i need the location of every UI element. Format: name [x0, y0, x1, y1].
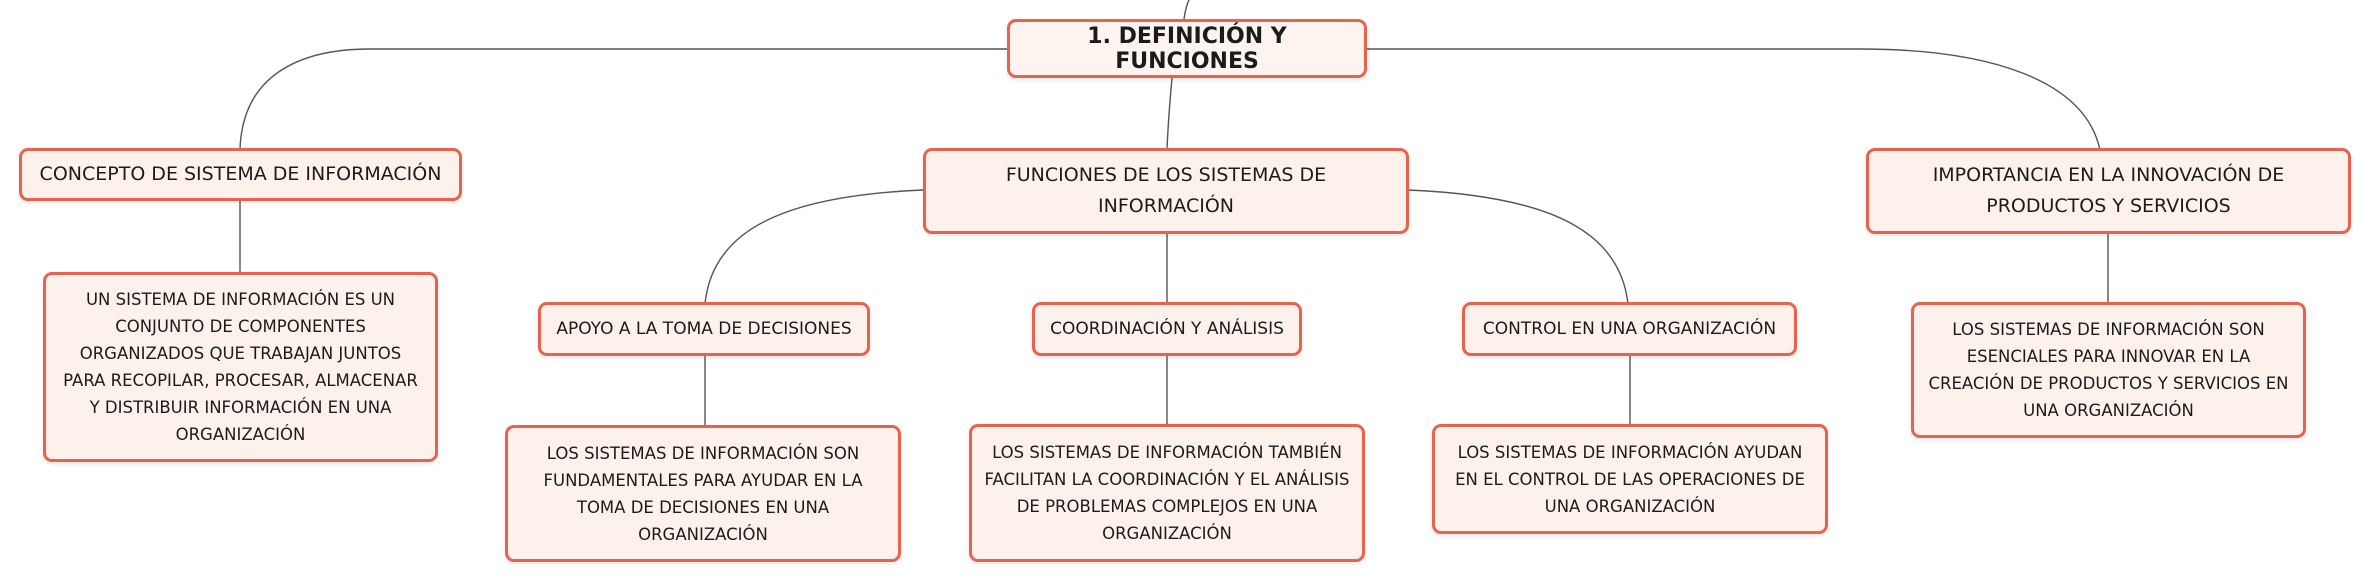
apoyo-node[interactable]: APOYO A LA TOMA DE DECISIONES: [538, 302, 870, 356]
connector-root-funciones: [1166, 77, 1173, 150]
importancia-node[interactable]: IMPORTANCIA EN LA INNOVACIÓN DE PRODUCTO…: [1866, 148, 2351, 234]
funciones-node[interactable]: FUNCIONES DE LOS SISTEMAS DE INFORMACIÓN: [923, 148, 1409, 234]
importancia-detail-node[interactable]: LOS SISTEMAS DE INFORMACIÓN SON ESENCIAL…: [1911, 302, 2306, 438]
root-node[interactable]: 1. DEFINICIÓN Y FUNCIONES: [1007, 19, 1367, 78]
apoyo-detail-node[interactable]: LOS SISTEMAS DE INFORMACIÓN SON FUNDAMEN…: [505, 425, 901, 562]
concepto-node[interactable]: CONCEPTO DE SISTEMA DE INFORMACIÓN: [19, 148, 462, 201]
concepto-detail-node[interactable]: UN SISTEMA DE INFORMACIÓN ES UN CONJUNTO…: [43, 272, 438, 462]
importancia-node-label: IMPORTANCIA EN LA INNOVACIÓN DE PRODUCTO…: [1932, 164, 2285, 217]
funciones-node-label: FUNCIONES DE LOS SISTEMAS DE INFORMACIÓN: [1005, 164, 1327, 217]
control-node-label: CONTROL EN UNA ORGANIZACIÓN: [1482, 319, 1777, 339]
control-detail-text: LOS SISTEMAS DE INFORMACIÓN AYUDAN EN EL…: [1455, 442, 1805, 516]
connector-root-concepto: [239, 48, 1007, 151]
coordinacion-node[interactable]: COORDINACIÓN Y ANÁLISIS: [1032, 302, 1302, 356]
root-node-label: 1. DEFINICIÓN Y FUNCIONES: [1087, 23, 1287, 74]
concepto-detail-text: UN SISTEMA DE INFORMACIÓN ES UN CONJUNTO…: [63, 290, 418, 444]
control-detail-node[interactable]: LOS SISTEMAS DE INFORMACIÓN AYUDAN EN EL…: [1432, 424, 1828, 534]
apoyo-detail-text: LOS SISTEMAS DE INFORMACIÓN SON FUNDAMEN…: [543, 443, 863, 544]
apoyo-node-label: APOYO A LA TOMA DE DECISIONES: [556, 319, 852, 339]
coordinacion-detail-node[interactable]: LOS SISTEMAS DE INFORMACIÓN TAMBIÉN FACI…: [969, 424, 1365, 562]
concepto-node-label: CONCEPTO DE SISTEMA DE INFORMACIÓN: [39, 163, 442, 185]
control-node[interactable]: CONTROL EN UNA ORGANIZACIÓN: [1462, 302, 1797, 356]
coordinacion-detail-text: LOS SISTEMAS DE INFORMACIÓN TAMBIÉN FACI…: [984, 443, 1350, 543]
connector-funciones-control: [1407, 189, 1629, 305]
importancia-detail-text: LOS SISTEMAS DE INFORMACIÓN SON ESENCIAL…: [1928, 320, 2289, 420]
connector-root-parent: [1183, 0, 1190, 20]
connector-funciones-apoyo: [704, 189, 924, 305]
connector-root-importancia: [1362, 48, 2101, 151]
coordinacion-node-label: COORDINACIÓN Y ANÁLISIS: [1050, 319, 1284, 339]
